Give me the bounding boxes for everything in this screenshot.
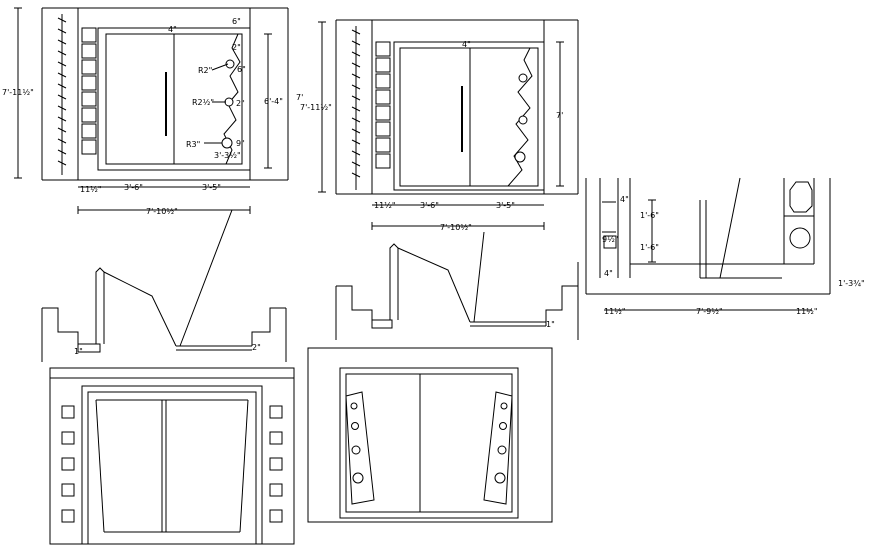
stair-tick	[351, 51, 361, 57]
stair-tick	[57, 50, 67, 56]
stair-tick	[351, 161, 361, 167]
elevation-a: R2" R2½" R3" 4" 6" 2" 6" 2" 3'-3½" 9" 6'…	[2, 7, 289, 216]
radius-label-2: R2½"	[192, 98, 214, 107]
overall-width-a: 7'-10½"	[146, 207, 178, 216]
wall-tile	[375, 105, 391, 121]
stair-tick	[57, 72, 67, 78]
dim-c-b1: 11½"	[604, 307, 626, 316]
note-1: 6"	[232, 17, 241, 26]
height-left-b: 7'-11½"	[300, 103, 332, 112]
note-3: 6"	[237, 65, 246, 74]
wall-tile	[269, 457, 283, 471]
wall-tile	[61, 405, 75, 419]
note-6: 9"	[236, 139, 245, 148]
radius-label-3: R3"	[186, 140, 200, 149]
side-dim: 1'-3¾"	[838, 279, 865, 288]
dim-a-2: 3'-6"	[124, 183, 143, 192]
stair-tick	[351, 106, 361, 112]
stair-tick	[351, 128, 361, 134]
dim-c-l2: 9½"	[602, 235, 619, 244]
note-5: 3'-3½"	[214, 151, 241, 160]
dim-b-3: 3'-5"	[496, 201, 515, 210]
wall-tile	[375, 41, 391, 57]
stair-tick	[57, 116, 67, 122]
top-mark: 4"	[168, 25, 177, 34]
wall-tile	[375, 57, 391, 73]
dim-c-v2: 1'-6"	[640, 243, 659, 252]
stair-tick	[351, 62, 361, 68]
stair-tick	[351, 150, 361, 156]
stair-tick	[57, 127, 67, 133]
stair-tick	[57, 94, 67, 100]
wall-tile	[61, 457, 75, 471]
plan-a: 1" 2"	[41, 209, 287, 362]
wall-tile	[375, 137, 391, 153]
stair-tick	[57, 149, 67, 155]
wall-tile	[269, 509, 283, 523]
wall-tile	[81, 59, 97, 75]
stair-tick	[351, 172, 361, 178]
wall-tile	[61, 509, 75, 523]
height-right: 6'-4"	[264, 97, 283, 106]
wall-tile	[81, 75, 97, 91]
mark-a-1: 1"	[74, 347, 83, 356]
wall-tile	[81, 107, 97, 123]
dim-c-l1: 4"	[620, 195, 629, 204]
wall-tile	[81, 91, 97, 107]
dim-a-3: 3'-5"	[202, 183, 221, 192]
stair-tick	[351, 117, 361, 123]
dim-c-b3: 11½"	[796, 307, 818, 316]
elevation-d	[307, 347, 553, 523]
stair-tick	[57, 61, 67, 67]
height-left: 7'-11½"	[2, 88, 34, 97]
wall-tile	[269, 405, 283, 419]
wall-tile	[81, 123, 97, 139]
stair-tick	[351, 139, 361, 145]
stair-tick	[351, 84, 361, 90]
height-left-b2: 7'	[296, 93, 303, 102]
radius-label-1: R2"	[198, 66, 212, 75]
dim-c-l3: 4"	[604, 269, 613, 278]
wall-tile	[269, 483, 283, 497]
top-mark-b: 4"	[462, 40, 471, 49]
wall-tile	[375, 121, 391, 137]
dim-b-1: 11½"	[374, 201, 396, 210]
elevation-c	[49, 367, 295, 545]
stair-tick	[57, 160, 67, 166]
wall-tile	[81, 139, 97, 155]
dim-c-v1: 1'-6"	[640, 211, 659, 220]
wall-tile	[375, 89, 391, 105]
dim-a-1: 11½"	[80, 185, 102, 194]
wall-tile	[81, 27, 97, 43]
plan-c: 1'-6" 1'-6" 4" 9½" 4" 11½" 7'-9½" 11½" 1…	[585, 177, 865, 316]
stair-tick	[351, 95, 361, 101]
stair-tick	[57, 39, 67, 45]
stair-tick	[57, 17, 67, 23]
elevation-b: 4" 7' 7'-11½" 7' 11½" 3'-6" 3'-5" 7'-10½…	[296, 19, 579, 232]
mark-b-1: 1"	[546, 320, 555, 329]
stair-tick	[351, 40, 361, 46]
wall-tile	[375, 153, 391, 169]
stair-tick	[57, 138, 67, 144]
stair-tick	[57, 28, 67, 34]
stair-tick	[57, 83, 67, 89]
stair-tick	[57, 105, 67, 111]
wall-tile	[269, 431, 283, 445]
mark-a-2: 2"	[252, 343, 261, 352]
wall-tile	[61, 483, 75, 497]
stair-tick	[351, 29, 361, 35]
wall-tile	[61, 431, 75, 445]
plan-b: 1"	[335, 231, 579, 340]
wall-tile	[81, 43, 97, 59]
dim-c-b2: 7'-9½"	[696, 307, 723, 316]
height-right-b: 7'	[556, 111, 563, 120]
note-2: 2"	[232, 43, 241, 52]
wall-tile	[375, 73, 391, 89]
note-4: 2"	[236, 99, 245, 108]
overall-width-b: 7'-10½"	[440, 223, 472, 232]
stair-tick	[351, 73, 361, 79]
dim-b-2: 3'-6"	[420, 201, 439, 210]
